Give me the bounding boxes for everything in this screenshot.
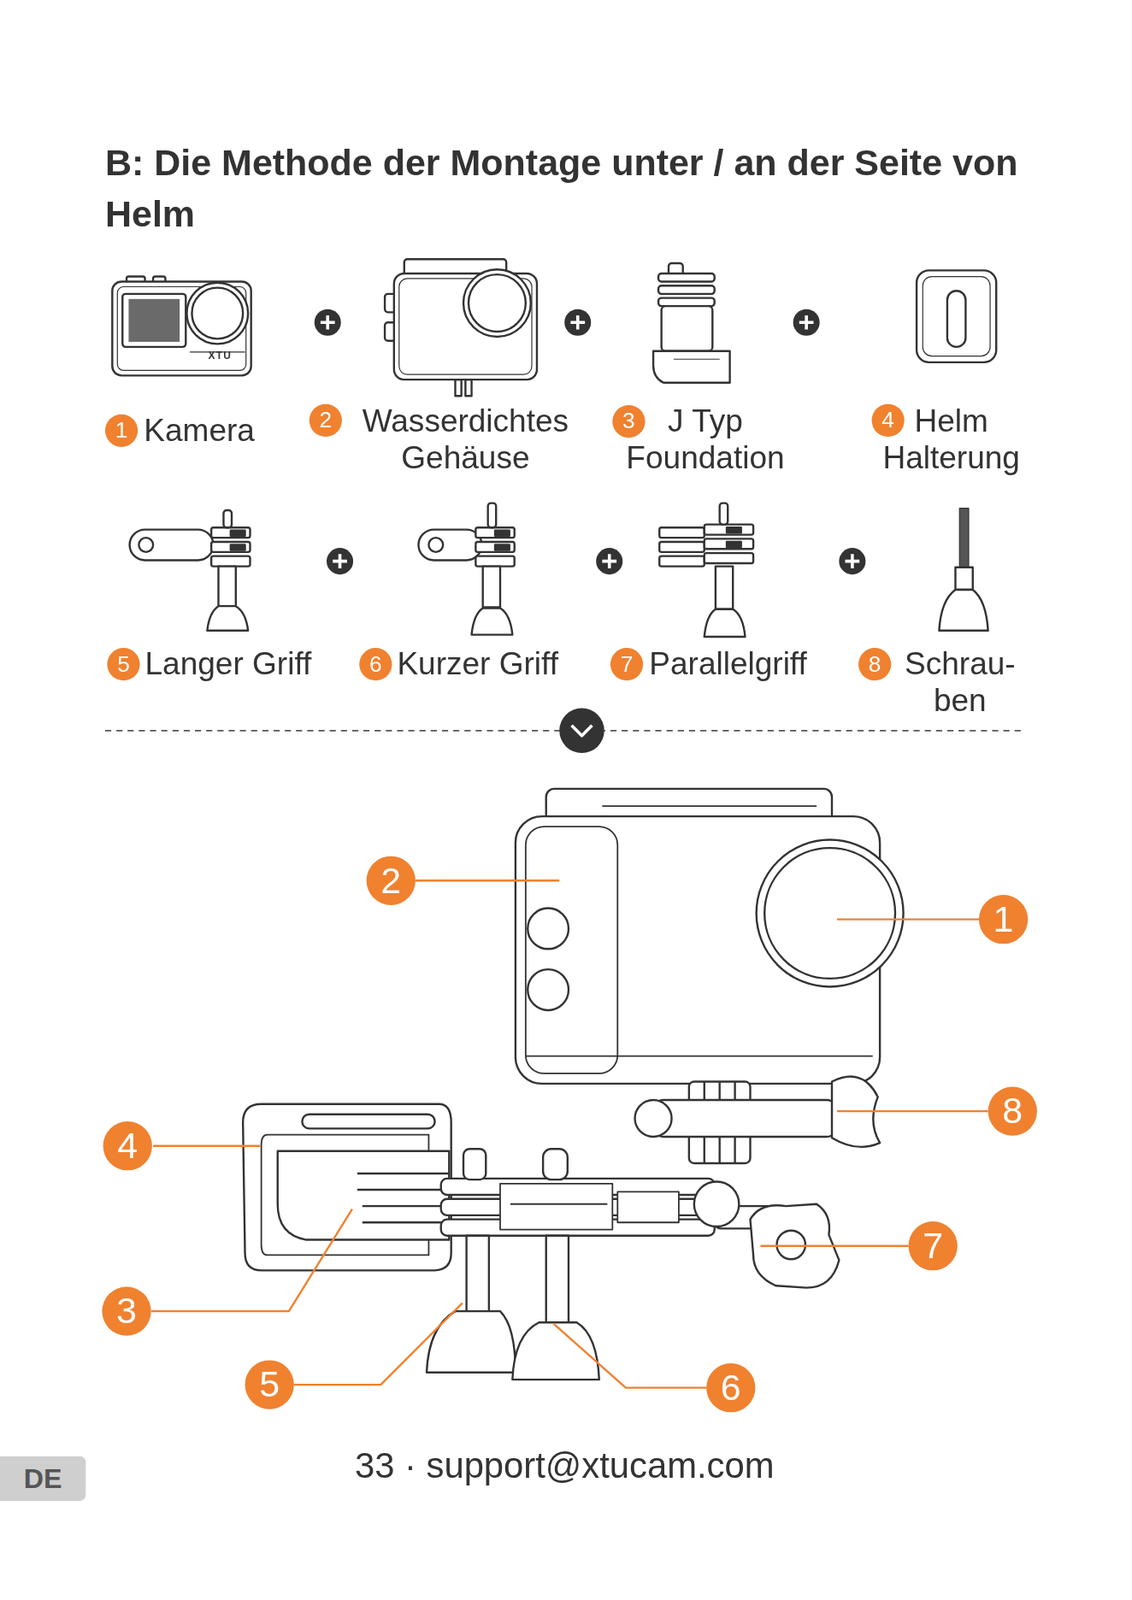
callout-number: 2 <box>309 404 342 437</box>
callout-number: 7 <box>908 1221 958 1271</box>
callout-number: 1 <box>105 414 138 448</box>
part-name: Schrau- ben <box>890 646 1029 720</box>
callout-number: 6 <box>706 1363 755 1413</box>
part-name: Kamera <box>143 412 255 449</box>
j-mount-icon <box>653 263 731 384</box>
callout-number: 8 <box>988 1086 1038 1136</box>
long-arm-icon <box>129 510 251 631</box>
part-name: Langer Griff <box>145 646 313 684</box>
callout-number: 1 <box>978 895 1028 944</box>
callout-number: 3 <box>101 1286 151 1336</box>
callout-number: 4 <box>872 404 905 437</box>
tab-text: DE <box>23 1465 63 1493</box>
part-name: Helm Halterung <box>864 403 1038 478</box>
assembled-illustration <box>242 789 903 1380</box>
callout-number: 8 <box>858 648 891 681</box>
short-arm-icon <box>418 503 514 636</box>
part-name: Wasserdichtes Gehäuse <box>342 403 589 478</box>
screw-icon <box>938 508 988 631</box>
part-name: Kurzer Griff <box>396 646 559 684</box>
callout-number: 3 <box>612 405 645 438</box>
callout-number: 4 <box>103 1121 153 1171</box>
callout-number: 6 <box>359 648 392 681</box>
page-footer: 33 · support@xtucam.com <box>204 1445 926 1487</box>
callout-number: 2 <box>366 856 416 906</box>
plus-icons <box>314 309 867 575</box>
parallel-arm-icon <box>659 503 754 637</box>
callout-number: 5 <box>245 1360 295 1410</box>
camera-icon <box>112 277 251 377</box>
callout-number: 7 <box>610 648 643 681</box>
brand-mark: XTU <box>208 349 232 361</box>
page-title: B: Die Methode der Montage unter / an de… <box>105 137 1085 240</box>
helmet-mount-icon <box>916 270 997 362</box>
part-name: Parallelgriff <box>648 646 807 684</box>
language-tab: DE <box>0 1456 86 1503</box>
leader-lines <box>151 880 989 1388</box>
separator <box>105 708 1026 755</box>
plus-signs <box>320 315 860 569</box>
housing-icon <box>384 259 537 396</box>
callout-number: 5 <box>106 648 140 681</box>
part-name: J Typ Foundation <box>608 403 803 478</box>
